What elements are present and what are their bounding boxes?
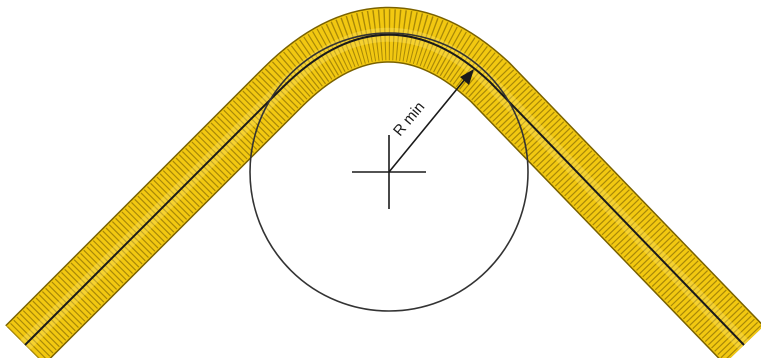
min-bend-radius-circle xyxy=(249,32,529,312)
hose-highlight xyxy=(20,27,750,350)
corrugated-hose xyxy=(5,6,761,358)
hose-outline xyxy=(5,6,761,358)
radius-arrow-icon xyxy=(388,69,474,173)
hose-body xyxy=(6,8,761,358)
hose-corrugation-ribs xyxy=(6,9,761,358)
radius-label: R min xyxy=(390,99,428,140)
hose-centerline xyxy=(24,33,745,346)
